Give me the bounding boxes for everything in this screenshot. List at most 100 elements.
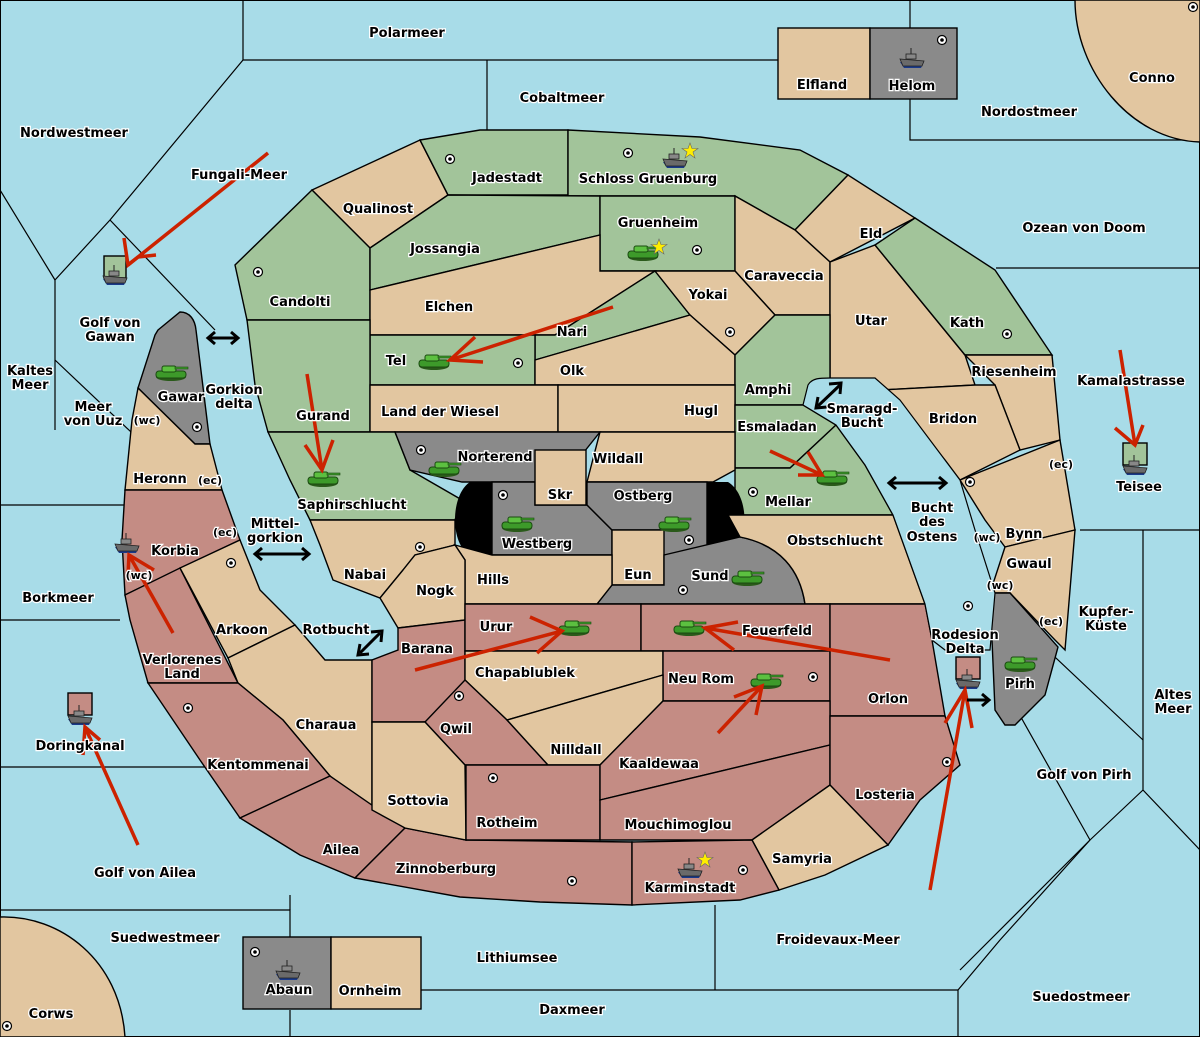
territory-gruenheim[interactable] bbox=[599, 195, 736, 272]
label-charaua: Charaua bbox=[296, 718, 357, 733]
label-losteria: Losteria bbox=[855, 788, 915, 803]
label-nilldall: Nilldall bbox=[550, 743, 601, 758]
territory-eun[interactable] bbox=[611, 529, 665, 586]
label-qualinost: Qualinost bbox=[343, 202, 413, 217]
coast-bynn-ec: (ec) bbox=[1049, 458, 1073, 471]
territory-wildall[interactable] bbox=[586, 431, 736, 483]
label-wildall: Wildall bbox=[593, 452, 643, 467]
coast-heronn-ec: (ec) bbox=[198, 474, 222, 487]
label-sottovia: Sottovia bbox=[387, 794, 448, 809]
territory-skr[interactable] bbox=[534, 449, 587, 506]
label-golf-von-pirh: Golf von Pirh bbox=[1036, 768, 1131, 783]
label-meer-von-uuz: Meer bbox=[75, 400, 113, 415]
label-esmaladan: Esmaladan bbox=[737, 420, 817, 435]
label-ailea: Ailea bbox=[323, 843, 360, 858]
territory-corws[interactable] bbox=[0, 916, 126, 1037]
label-norterend: Norterend bbox=[457, 450, 532, 465]
label-abaun: Abaun bbox=[266, 983, 313, 998]
label-teisee: Teisee bbox=[1116, 480, 1162, 495]
label-ostberg: Ostberg bbox=[614, 489, 673, 504]
label-sund: Sund bbox=[691, 569, 728, 584]
label-polarmeer: Polarmeer bbox=[369, 26, 445, 41]
coast-korbia-wc: (wc) bbox=[126, 569, 153, 582]
svg-text:delta: delta bbox=[215, 397, 253, 412]
label-schloss-gruenburg: Schloss Gruenburg bbox=[579, 172, 717, 187]
svg-text:Küste: Küste bbox=[1085, 619, 1127, 634]
label-land-der-wiesel: Land der Wiesel bbox=[381, 405, 499, 420]
label-doringkanal: Doringkanal bbox=[35, 739, 124, 754]
svg-text:Meer: Meer bbox=[12, 378, 50, 393]
label-bynn: Bynn bbox=[1006, 527, 1043, 542]
label-gawar: Gawar bbox=[158, 390, 205, 405]
label-utar: Utar bbox=[855, 314, 888, 329]
label-altes-meer: Altes bbox=[1154, 688, 1192, 703]
label-kupfer-kueste: Kupfer- bbox=[1079, 605, 1134, 620]
label-tel: Tel bbox=[386, 354, 406, 369]
label-elchen: Elchen bbox=[425, 300, 473, 315]
label-ornheim: Ornheim bbox=[339, 984, 402, 999]
label-pirh: Pirh bbox=[1005, 677, 1035, 692]
label-caraveccia: Caraveccia bbox=[744, 269, 823, 284]
coast-gwaul-ec: (ec) bbox=[1039, 615, 1063, 628]
label-bridon: Bridon bbox=[929, 412, 977, 427]
territory-conno[interactable] bbox=[1074, 0, 1200, 143]
territory-riesenheim[interactable] bbox=[963, 354, 1061, 451]
territory-ornheim[interactable] bbox=[330, 936, 422, 1010]
label-corws: Corws bbox=[29, 1007, 74, 1022]
label-saphirschlucht: Saphirschlucht bbox=[297, 498, 406, 513]
svg-text:Gawan: Gawan bbox=[85, 330, 134, 345]
label-nari: Nari bbox=[557, 325, 588, 340]
label-nabai: Nabai bbox=[344, 568, 386, 583]
svg-text:des: des bbox=[919, 515, 945, 530]
label-ozean-von-doom: Ozean von Doom bbox=[1022, 221, 1145, 236]
label-elfland: Elfland bbox=[797, 78, 847, 93]
label-jadestadt: Jadestadt bbox=[471, 171, 542, 186]
label-nordwestmeer: Nordwestmeer bbox=[20, 126, 128, 141]
label-rotbucht: Rotbucht bbox=[303, 623, 370, 638]
label-amphi: Amphi bbox=[745, 383, 792, 398]
label-urur: Urur bbox=[480, 620, 513, 635]
label-smaragd-bucht: Smaragd- bbox=[827, 402, 898, 417]
label-korbia: Korbia bbox=[151, 544, 199, 559]
label-arkoon: Arkoon bbox=[216, 623, 268, 638]
label-verlorenes-land: Verlorenes bbox=[142, 653, 221, 668]
territory-elfland[interactable] bbox=[777, 27, 871, 100]
label-candolti: Candolti bbox=[270, 295, 331, 310]
coast-gawar-wc: (wc) bbox=[134, 414, 161, 427]
label-hugl: Hugl bbox=[684, 404, 718, 419]
label-jossangia: Jossangia bbox=[409, 242, 480, 257]
label-westberg: Westberg bbox=[502, 537, 572, 552]
label-gruenheim: Gruenheim bbox=[618, 216, 698, 231]
svg-text:Land: Land bbox=[164, 667, 200, 682]
label-mouchimoglou: Mouchimoglou bbox=[625, 818, 732, 833]
coast-gwaul-wc: (wc) bbox=[987, 579, 1014, 592]
label-orlon: Orlon bbox=[868, 692, 908, 707]
passage-arrows bbox=[205, 330, 992, 708]
label-barana: Barana bbox=[401, 642, 453, 657]
label-feuerfeld: Feuerfeld bbox=[742, 624, 812, 639]
coast-korbia-ec: (ec) bbox=[213, 526, 237, 539]
label-lithiumsee: Lithiumsee bbox=[477, 951, 558, 966]
label-borkmeer: Borkmeer bbox=[22, 591, 94, 606]
svg-text:Meer: Meer bbox=[1155, 702, 1193, 717]
label-suedwestmeer: Suedwestmeer bbox=[110, 931, 220, 946]
label-yokai: Yokai bbox=[687, 288, 727, 303]
label-kaaldewaa: Kaaldewaa bbox=[619, 757, 699, 772]
label-kamalastrasse: Kamalastrasse bbox=[1077, 374, 1185, 389]
coast-bynn-wc: (wc) bbox=[974, 531, 1001, 544]
territory-arkoon[interactable] bbox=[179, 539, 297, 659]
svg-text:gorkion: gorkion bbox=[247, 531, 303, 546]
impassable-west bbox=[455, 482, 492, 555]
label-samyria: Samyria bbox=[772, 852, 832, 867]
label-zinnoberburg: Zinnoberburg bbox=[396, 862, 496, 877]
svg-text:Ostens: Ostens bbox=[907, 530, 958, 545]
label-qwil: Qwil bbox=[440, 722, 472, 737]
territory-kath[interactable] bbox=[873, 217, 1054, 356]
sea-smaragd-bucht[interactable] bbox=[802, 377, 996, 651]
label-mittel-gorkion: Mittel- bbox=[251, 517, 300, 532]
label-eun: Eun bbox=[624, 568, 651, 583]
territory-karminstadt[interactable] bbox=[631, 839, 781, 906]
map-labels: Polarmeer Cobaltmeer Nordwestmeer Fungal… bbox=[6, 25, 1194, 1024]
